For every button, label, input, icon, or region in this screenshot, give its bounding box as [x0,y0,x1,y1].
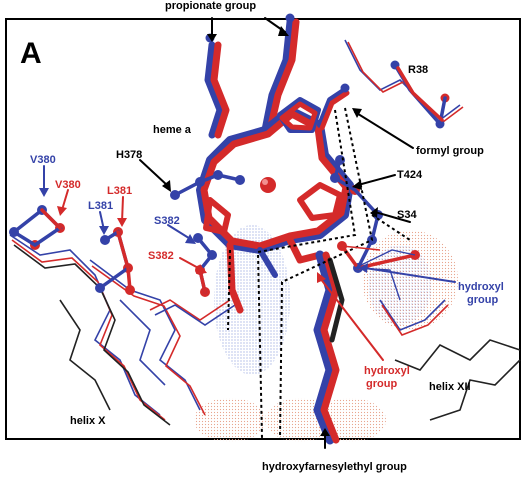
label-hydroxyl-blue-1: hydroxyl [458,281,504,293]
label-helix-x: helix X [70,415,106,427]
annotation-arrows [39,17,456,449]
label-helix-xii: helix XII [429,381,471,393]
label-l381-blue: L381 [88,200,113,212]
label-r38: R38 [408,64,428,76]
distance-lines [227,107,411,439]
label-t424: T424 [397,169,423,181]
label-l381-red: L381 [107,185,132,197]
label-h378: H378 [116,149,142,161]
panel-letter: A [20,37,42,70]
label-hydroxyl-red-2: group [366,378,397,390]
label-heme-a: heme a [153,124,192,136]
label-hydroxyfarnesylethyl-group: hydroxyfarnesylethyl group [262,461,407,473]
label-s34: S34 [397,209,417,221]
label-propionate-group: propionate group [165,0,256,12]
label-formyl-group: formyl group [416,145,484,157]
heme-a-model [196,18,354,445]
label-s382-blue: S382 [154,215,180,227]
label-s382-red: S382 [148,250,174,262]
label-hydroxyl-blue-2: group [467,294,498,306]
label-v380-red: V380 [55,179,81,191]
label-v380-blue: V380 [30,154,56,166]
label-hydroxyl-red-1: hydroxyl [364,365,410,377]
